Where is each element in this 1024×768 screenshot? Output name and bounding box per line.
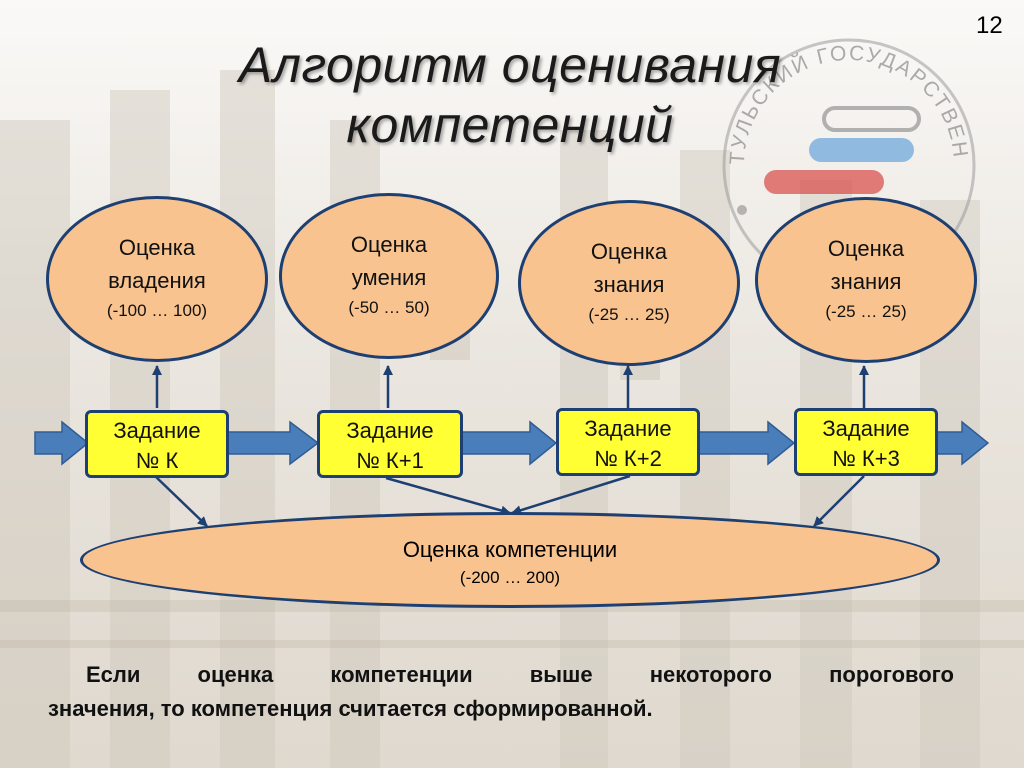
circle-label-line-2: владения [108,268,206,293]
flow-arrow-2 [227,420,320,466]
circle-label-line-1: Оценка [118,235,196,260]
circle-range: (-100 … 100) [106,301,208,320]
circle-label-line-1: Оценка [350,232,428,257]
competence-assessment-ellipse: Оценка компетенции (-200 … 200) [80,512,940,608]
down-arrow-2 [385,476,511,516]
task-box-k: Задание № К [85,410,229,478]
flow-arrow-1 [34,420,90,466]
assessment-circle-possession: Оценка владения (-100 … 100) [46,196,268,362]
university-seal: ТУЛЬСКИЙ ГОСУДАРСТВЕННЫЙ УНИВЕРСИТЕТ [714,30,976,292]
slide-title: Алгоритм оценивания компетенций [160,35,860,155]
conclusion-text: Если оценка компетенции выше некоторого … [48,658,954,726]
title-line-2: компетенций [346,97,674,153]
conclusion-line-2: значения, то компетенция считается сформ… [48,696,653,721]
down-arrow-3 [511,474,631,516]
down-arrow-1 [154,475,208,527]
circle-label-line-2: умения [351,265,427,290]
task-label: Задание [822,416,910,441]
assessment-circle-knowledge-1: Оценка знания (-25 … 25) [518,200,740,366]
task-number: № К [135,448,179,473]
circle-label-line-1: Оценка [827,236,905,261]
task-label: Задание [584,416,672,441]
task-box-k3: Задание № К+3 [794,408,938,476]
task-number: № К+2 [594,446,662,471]
title-line-1: Алгоритм оценивания [238,37,782,93]
circle-label-line-2: знания [830,269,902,294]
task-label: Задание [113,418,201,443]
task-number: № К+1 [356,448,424,473]
assessment-circle-skill: Оценка умения (-50 … 50) [279,193,499,359]
circle-range: (-50 … 50) [348,298,430,317]
competence-range: (-200 … 200) [459,568,561,587]
flow-arrow-3 [461,420,558,466]
circle-range: (-25 … 25) [588,305,670,324]
circle-label-line-2: знания [593,272,665,297]
circle-label-line-1: Оценка [590,239,668,264]
flow-arrow-4 [697,420,796,466]
task-label: Задание [346,418,434,443]
competence-label: Оценка компетенции [402,537,618,562]
assessment-circle-knowledge-2: Оценка знания (-25 … 25) [755,197,977,363]
conclusion-line-1: Если оценка компетенции выше некоторого … [86,662,954,687]
task-number: № К+3 [832,446,900,471]
task-box-k1: Задание № К+1 [317,410,463,478]
page-number: 12 [976,12,1003,39]
circle-range: (-25 … 25) [825,302,907,321]
down-arrow-4 [813,475,865,527]
task-box-k2: Задание № К+2 [556,408,700,476]
flow-arrow-5 [935,420,990,466]
